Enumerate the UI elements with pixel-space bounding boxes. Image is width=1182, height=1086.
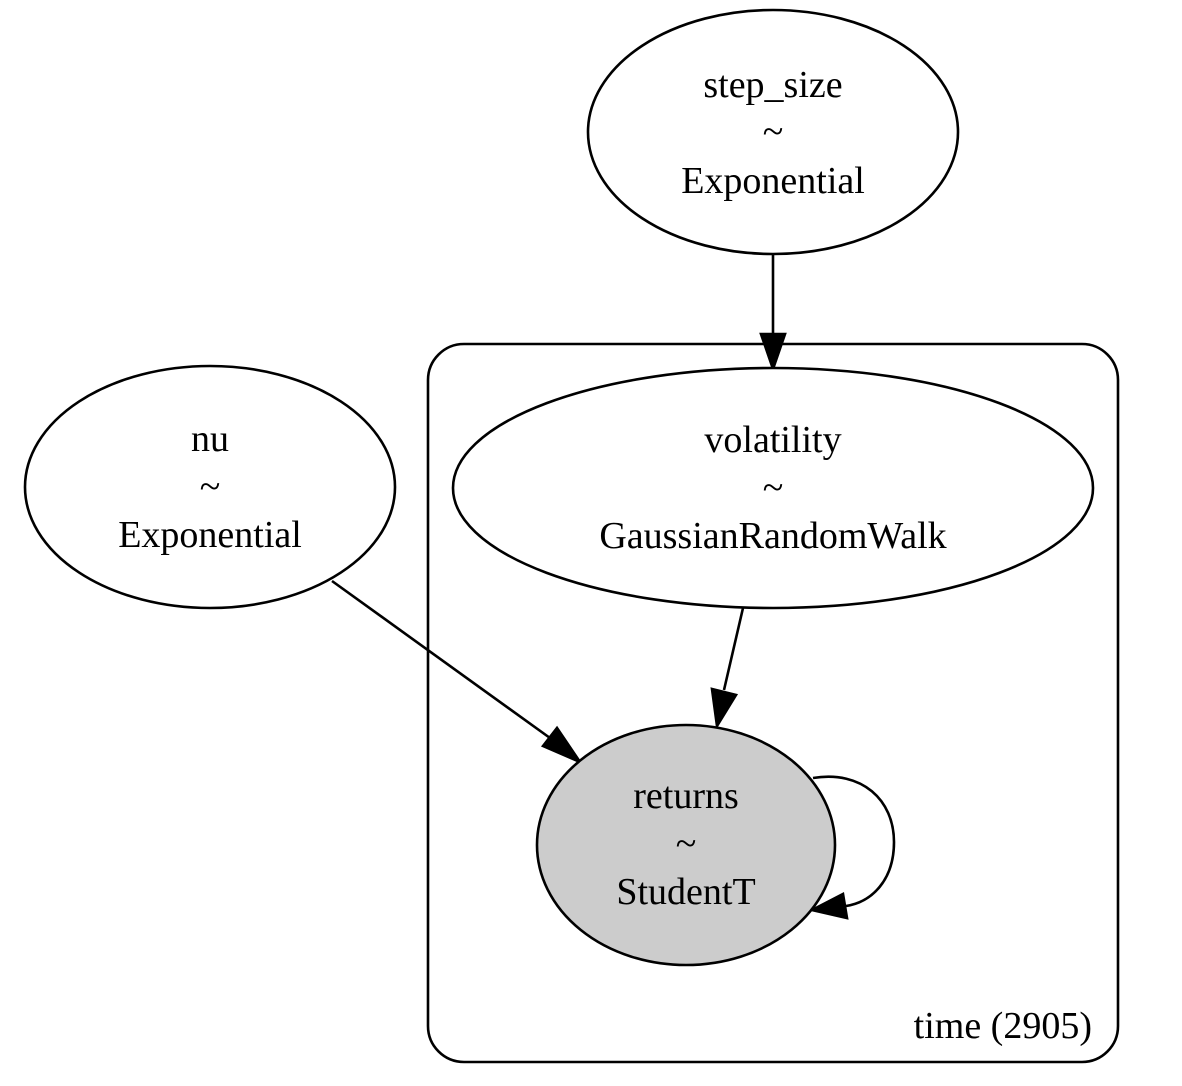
node-volatility-shape (451, 366, 1095, 610)
node-returns-name: returns (633, 775, 739, 817)
node-step-size-name: step_size (703, 64, 842, 106)
edge-volatility-to-returns (710, 607, 745, 730)
node-step-size: step_size ~ Exponential (586, 8, 960, 256)
node-nu-name: nu (191, 418, 229, 460)
edge-line (331, 579, 551, 740)
node-step-size-distribution: Exponential (681, 160, 865, 202)
edge-line (812, 775, 896, 908)
node-returns-shape (535, 723, 837, 967)
node-returns-distribution: StudentT (616, 871, 755, 913)
node-returns-tilde: ~ (676, 823, 697, 865)
node-nu-distribution: Exponential (118, 514, 302, 556)
node-nu-shape (23, 364, 397, 610)
node-volatility-tilde: ~ (763, 467, 784, 509)
edge-nu-to-returns (331, 579, 584, 765)
node-nu: nu ~ Exponential (23, 364, 397, 610)
node-nu-tilde: ~ (200, 466, 221, 508)
node-volatility-name: volatility (704, 419, 841, 461)
arrow-head (808, 892, 849, 920)
plate-label: time (2905) (914, 1005, 1092, 1047)
node-step-size-tilde: ~ (763, 111, 784, 153)
node-returns: returns ~ StudentT (535, 723, 837, 967)
edge-line (722, 607, 745, 691)
arrow-head (540, 725, 584, 765)
node-volatility-distribution: GaussianRandomWalk (599, 515, 946, 557)
arrow-head (710, 687, 739, 730)
node-step-size-shape (586, 8, 960, 256)
node-volatility: volatility ~ GaussianRandomWalk (451, 366, 1095, 610)
edge-step-size-to-volatility (759, 254, 787, 374)
arrow-head (759, 332, 787, 374)
edge-returns-self-loop (808, 775, 896, 920)
